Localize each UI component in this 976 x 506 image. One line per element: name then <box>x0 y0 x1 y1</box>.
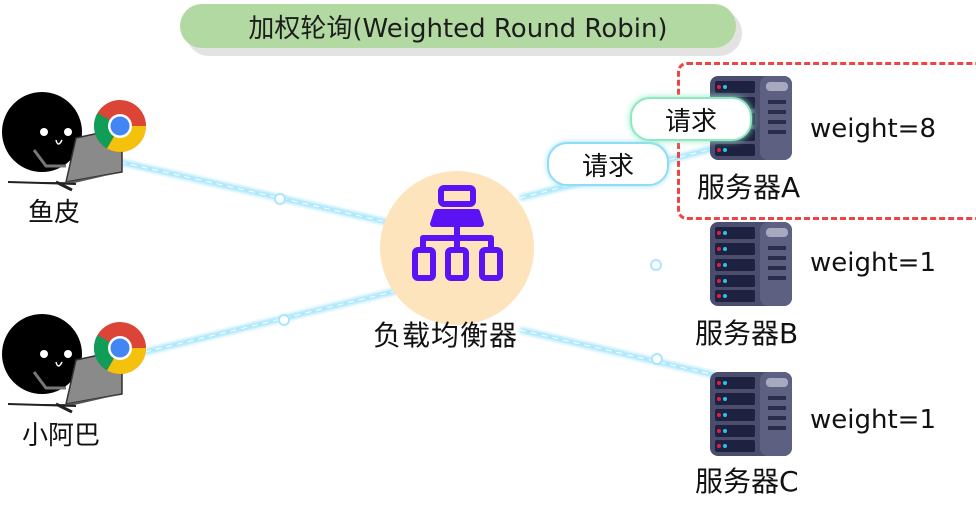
server-label: 服务器B <box>695 317 799 350</box>
server-weight: weight=8 <box>810 114 936 144</box>
load-balancer-label: 负载均衡器 <box>373 319 519 352</box>
chrome-icon <box>94 322 146 374</box>
link-dot <box>651 353 663 365</box>
link-client1-lb <box>119 159 401 228</box>
server-c-icon <box>710 372 792 456</box>
link-dot <box>650 259 662 271</box>
server-b-icon <box>710 222 792 306</box>
user-laptop-icon <box>2 314 146 414</box>
link-lb-serverC <box>519 327 716 378</box>
server-weight: weight=1 <box>810 405 936 435</box>
server-rack-icon <box>710 222 792 306</box>
client-yupi <box>0 90 160 220</box>
server-label: 服务器A <box>697 171 801 204</box>
server-label: 服务器C <box>695 465 799 498</box>
chrome-icon <box>94 100 146 152</box>
client-xiaoaba <box>0 312 160 442</box>
server-weight: weight=1 <box>810 248 936 278</box>
request-bubble: 请求 <box>547 142 669 186</box>
client-label: 鱼皮 <box>28 198 81 228</box>
client-label: 小阿巴 <box>22 421 101 451</box>
server-rack-icon <box>710 372 792 456</box>
load-balancer-node <box>380 171 534 325</box>
link-lb-serverB <box>528 259 715 271</box>
link-dot <box>274 193 286 205</box>
highlight-box-server-a <box>677 62 976 220</box>
diagram-title: 加权轮询(Weighted Round Robin) <box>180 4 736 48</box>
sitemap-icon <box>412 185 503 281</box>
link-dot <box>278 314 290 326</box>
link-client2-lb <box>144 287 401 355</box>
user-laptop-icon <box>2 92 146 192</box>
request-bubble: 请求 <box>630 97 752 141</box>
